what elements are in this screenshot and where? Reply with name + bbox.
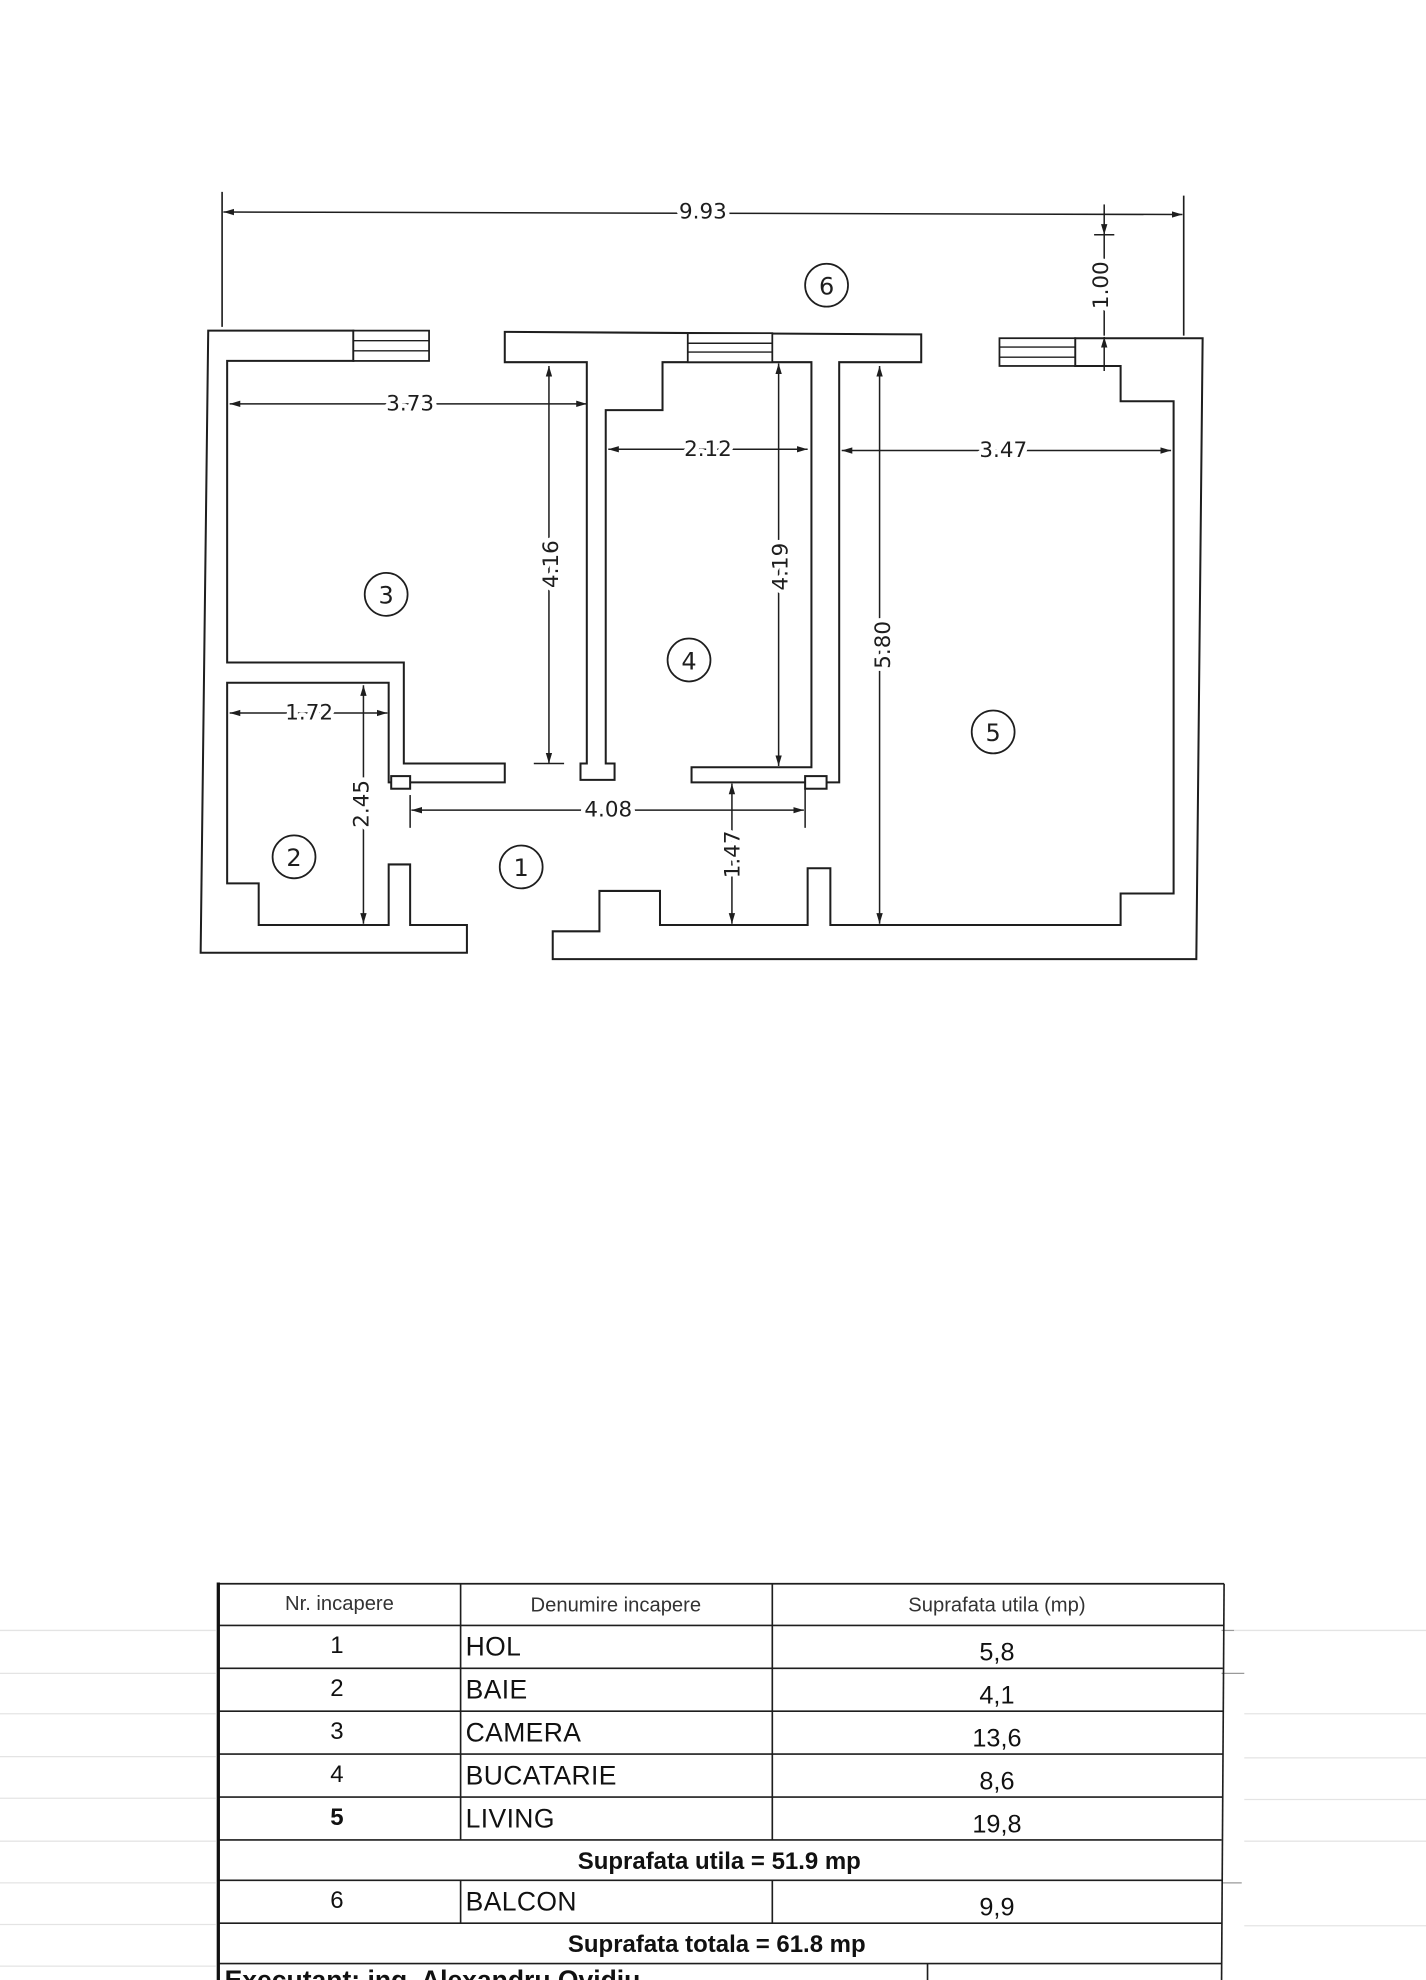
dimension-label: 4.19: [769, 543, 794, 591]
cell-room-number: 5: [330, 1804, 343, 1831]
cell-room-number: 3: [330, 1718, 343, 1745]
dimension-room4-width: 2.12: [608, 432, 808, 466]
cell-room-number: 6: [330, 1887, 343, 1914]
cell-area: 19,8: [972, 1810, 1021, 1838]
cell-area: 5,8: [979, 1639, 1014, 1667]
cell-room-number: 4: [330, 1761, 343, 1788]
dimension-hall-width: 4.08: [409, 788, 806, 828]
dimension-label: 5.80: [871, 621, 896, 669]
dimension-hall-depth: 1.47: [716, 783, 750, 924]
table-row: 1 HOL 5,8: [330, 1632, 1014, 1667]
cell-room-name: CAMERA: [466, 1717, 582, 1747]
dimension-room4-depth: 4.19: [764, 363, 798, 767]
room-marker-6: 6: [804, 262, 849, 308]
table-row: 3 CAMERA 13,6: [330, 1717, 1021, 1752]
cell-room-number: 1: [330, 1632, 343, 1659]
window-room-3: [352, 329, 430, 362]
executant-name: Executant: ing. Alexandru Ovidiu: [225, 1965, 641, 1980]
floor-plan: 9.93 1.00 3.73 2.12 3.47 4.16: [199, 191, 1204, 961]
room-number: 3: [379, 582, 394, 610]
cell-area: 4,1: [979, 1682, 1014, 1710]
room-marker-2: 2: [271, 834, 317, 880]
room-number: 5: [986, 719, 1001, 747]
dimension-label: 3.47: [979, 438, 1027, 463]
room-marker-3: 3: [363, 572, 409, 617]
wall-center: [503, 330, 923, 784]
dimension-label: 9.93: [679, 200, 727, 225]
window-room-5: [998, 337, 1077, 367]
total-area: Suprafata totala = 61.8 mp: [568, 1931, 866, 1958]
dimension-room3-depth: 4.16: [533, 365, 568, 765]
dimension-label: 1.00: [1089, 261, 1114, 309]
usable-area-total: Suprafata utila = 51.9 mp: [578, 1848, 861, 1875]
room-marker-1: 1: [498, 844, 544, 890]
cell-room-name: HOL: [466, 1632, 522, 1662]
dimension-label: 3.73: [386, 391, 434, 416]
room-marker-4: 4: [666, 637, 712, 683]
table-row: 4 BUCATARIE 8,6: [330, 1760, 1014, 1795]
wall-right: [551, 337, 1204, 961]
dimension-label: 4.08: [584, 798, 632, 823]
graph-paper-grid: [0, 1629, 1426, 1967]
table-row: 5 LIVING 19,8: [330, 1803, 1021, 1838]
cell-room-name: BALCON: [466, 1887, 577, 1917]
dimension-room5-depth: 5.80: [866, 365, 900, 924]
dimension-room5-width: 3.47: [841, 434, 1172, 467]
room-number: 4: [681, 647, 696, 675]
header-room-number: Nr. incapere: [285, 1593, 394, 1615]
dimension-overall-width: 9.93: [223, 195, 1183, 229]
dimension-label: 2.12: [684, 437, 732, 462]
room-number: 1: [514, 854, 529, 882]
dimension-label: 1.72: [285, 701, 333, 726]
dimension-balcony-depth: 1.00: [1085, 204, 1119, 372]
window-room-4: [686, 332, 774, 364]
room-number: 2: [286, 844, 301, 872]
dimension-label: 4.16: [539, 540, 564, 588]
cell-area: 8,6: [979, 1767, 1014, 1795]
room-area-table: Nr. incapere Denumire incapere Suprafata…: [216, 1582, 1225, 1980]
cell-area: 13,6: [972, 1725, 1021, 1753]
dimension-room3-width: 3.73: [229, 387, 587, 421]
room-marker-5: 5: [970, 709, 1016, 755]
header-usable-area: Suprafata utila (mp): [908, 1595, 1085, 1617]
cell-room-number: 2: [330, 1675, 343, 1702]
cell-room-name: BUCATARIE: [466, 1760, 617, 1790]
cell-room-name: LIVING: [466, 1803, 555, 1833]
dimension-room2-depth: 2.45: [345, 685, 379, 924]
table-row: 2 BAIE 4,1: [330, 1675, 1014, 1710]
dimension-label: 1.47: [721, 830, 746, 878]
wall-left: [199, 329, 506, 954]
room-number: 6: [819, 272, 834, 300]
dimension-label: 2.45: [350, 780, 375, 828]
cell-room-name: BAIE: [466, 1675, 528, 1705]
table-row: 6 BALCON 9,9: [330, 1887, 1014, 1922]
table-header: Nr. incapere Denumire incapere Suprafata…: [285, 1593, 1086, 1616]
wall-stub: [390, 775, 412, 790]
wall-stub: [804, 775, 828, 790]
header-room-name: Denumire incapere: [531, 1595, 702, 1617]
cell-area: 9,9: [979, 1894, 1014, 1922]
